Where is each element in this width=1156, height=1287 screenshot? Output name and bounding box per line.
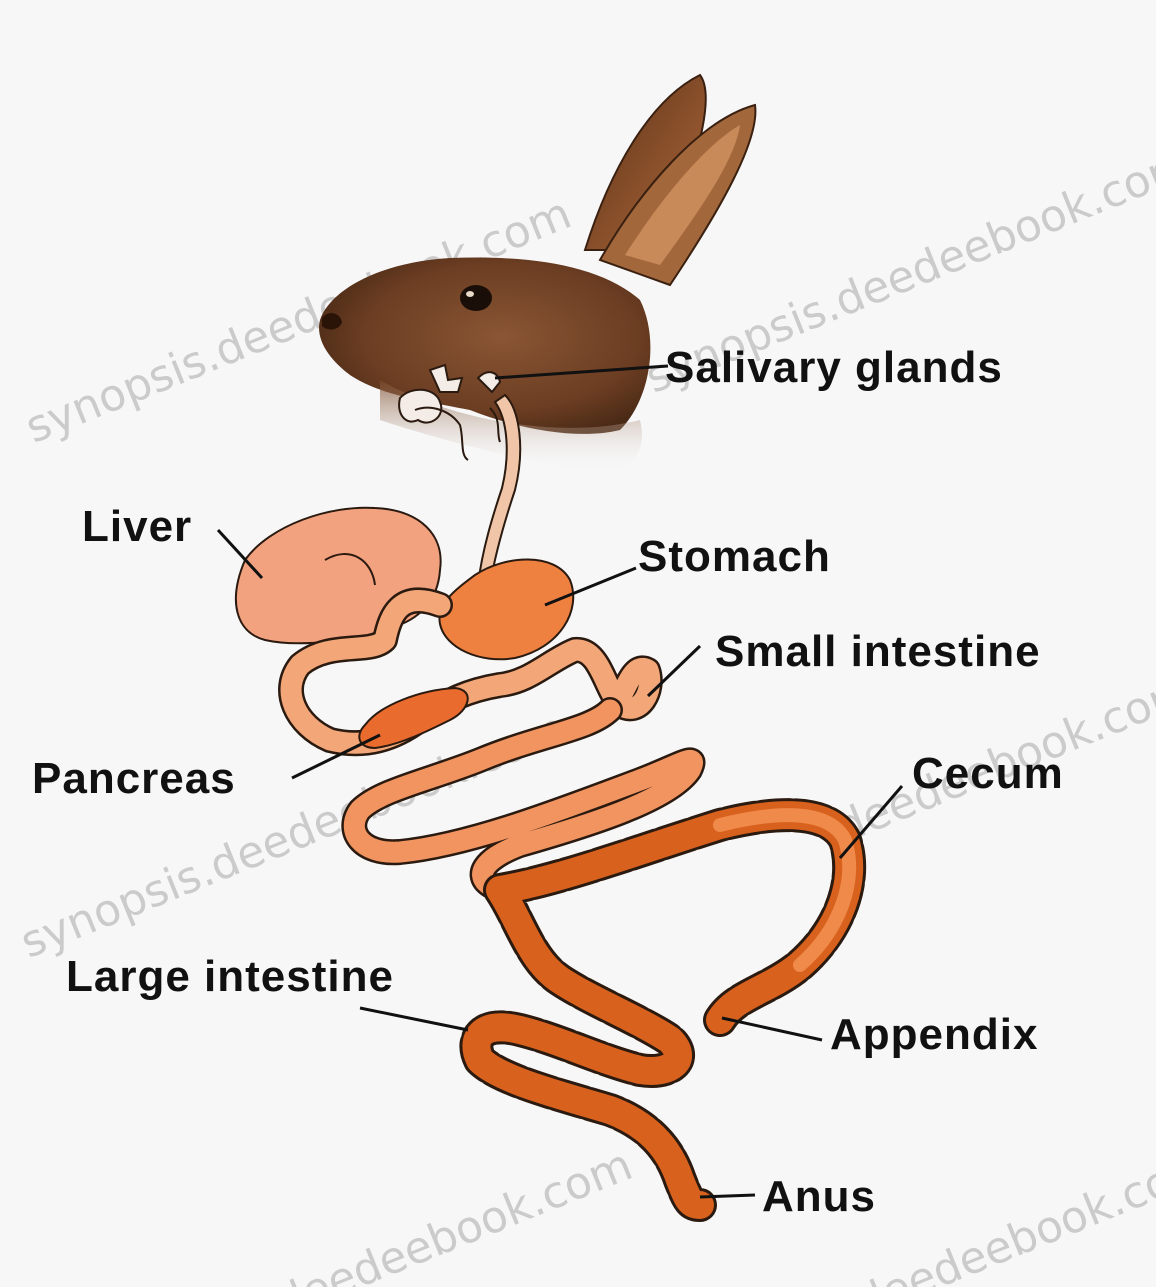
- label-salivary-glands: Salivary glands: [665, 346, 1003, 390]
- liver-shape: [236, 508, 441, 644]
- leader-appendix: [722, 1018, 822, 1040]
- label-appendix: Appendix: [830, 1013, 1038, 1057]
- label-large-intestine: Large intestine: [66, 955, 394, 999]
- rabbit-face: [319, 257, 650, 433]
- leader-anus: [700, 1195, 755, 1197]
- rabbit-head: [319, 75, 755, 473]
- label-cecum: Cecum: [912, 752, 1064, 796]
- stomach-shape: [439, 559, 573, 659]
- label-pancreas: Pancreas: [32, 757, 236, 801]
- label-stomach: Stomach: [638, 535, 831, 579]
- leader-lines: [218, 366, 902, 1197]
- leader-large-intestine: [360, 1008, 468, 1030]
- label-liver: Liver: [82, 505, 192, 549]
- label-small-intestine: Small intestine: [715, 630, 1041, 674]
- rabbit-eye: [460, 285, 492, 311]
- rabbit-eye-highlight: [466, 291, 474, 297]
- label-anus: Anus: [762, 1175, 876, 1219]
